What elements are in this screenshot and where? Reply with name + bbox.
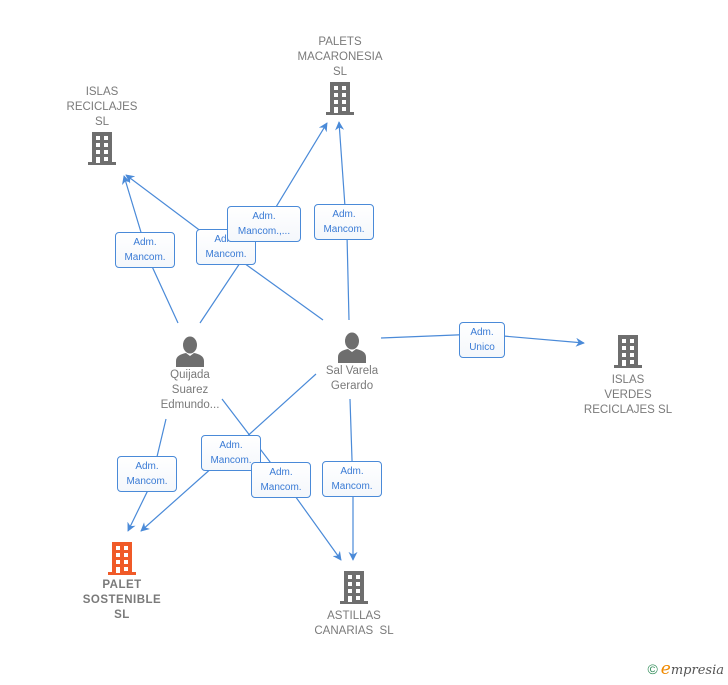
edge-label-sal-varela-palets-macaronesia[interactable]: Adm. Mancom. [314, 204, 374, 240]
edge-label-sal-varela-islas-verdes[interactable]: Adm. Unico [459, 322, 505, 358]
node-label: PALET SOSTENIBLE SL [82, 579, 162, 621]
node-label: ISLAS RECICLAJES SL [66, 86, 138, 128]
building-icon [614, 335, 642, 368]
footer-brand: ©empresia [647, 659, 724, 679]
empresia-logo: empresia [660, 659, 724, 679]
building-icon [108, 542, 136, 575]
node-palet-sostenible[interactable]: PALET SOSTENIBLE SL [70, 540, 174, 623]
node-label: ISLAS VERDES RECICLAJES SL [583, 374, 673, 416]
node-sal-varela[interactable]: Sal Varela Gerardo [302, 332, 402, 394]
edge-label-sal-varela-astillas-canarias[interactable]: Adm. Mancom. [322, 461, 382, 497]
building-icon [326, 82, 354, 115]
node-label: Quijada Suarez Edmundo... [160, 369, 220, 411]
edge-label-quijada-palets-macaronesia[interactable]: Adm. Mancom.,... [227, 206, 301, 242]
person-icon [176, 336, 204, 367]
node-islas-verdes-reciclajes[interactable]: ISLAS VERDES RECICLAJES SL [572, 333, 684, 418]
node-astillas-canarias[interactable]: ASTILLAS CANARIAS SL [302, 569, 406, 639]
person-icon [338, 332, 366, 363]
copyright-symbol: © [647, 661, 658, 677]
node-label: ASTILLAS CANARIAS SL [314, 610, 394, 637]
node-palets-macaronesia[interactable]: PALETS MACARONESIA SL [285, 35, 395, 116]
edge-label-quijada-astillas-canarias[interactable]: Adm. Mancom. [251, 462, 311, 498]
building-icon [340, 571, 368, 604]
edge-label-quijada-palet-sostenible[interactable]: Adm. Mancom. [117, 456, 177, 492]
edge-label-quijada-islas-reciclajes[interactable]: Adm. Mancom. [115, 232, 175, 268]
node-label: PALETS MACARONESIA SL [297, 36, 383, 78]
node-islas-reciclajes[interactable]: ISLAS RECICLAJES SL [50, 85, 154, 166]
building-icon [88, 132, 116, 165]
node-quijada-suarez[interactable]: Quijada Suarez Edmundo... [140, 336, 240, 413]
node-label: Sal Varela Gerardo [325, 365, 379, 392]
